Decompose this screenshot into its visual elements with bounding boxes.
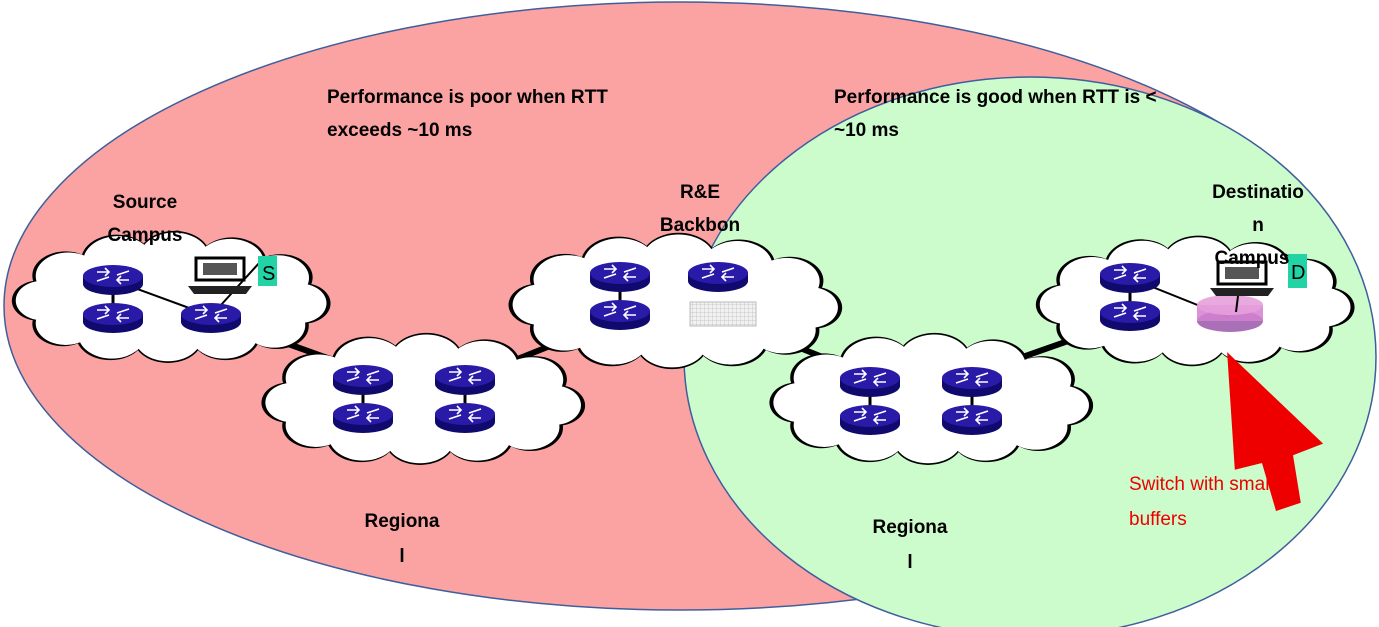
good-zone-title-line1: Performance is good when RTT is <: [834, 87, 1157, 108]
destination-campus-label-line3: Campus: [1215, 248, 1290, 269]
small-buffer-arrow: [1227, 352, 1324, 512]
small-buffer-switch: [1197, 295, 1263, 332]
annotation-line2: buffers: [1129, 509, 1187, 530]
backbone-label-line2: Backbon: [660, 215, 740, 236]
poor-zone-title-line1: Performance is poor when RTT: [327, 87, 608, 108]
annotation-line1: Switch with small: [1129, 474, 1274, 495]
backbone-routers: [590, 262, 757, 330]
source-host: S: [188, 256, 277, 294]
destination-campus-label-line2: n: [1252, 215, 1264, 236]
regional-right-label-line1: Regiona: [873, 517, 948, 538]
destination-host-label: D: [1291, 262, 1305, 284]
poor-zone-title-line2: exceeds ~10 ms: [327, 120, 472, 141]
destination-host: [1210, 254, 1307, 313]
destination-campus-label-line1: Destinatio: [1212, 182, 1304, 203]
regional-left-label-line1: Regiona: [365, 511, 440, 532]
backbone-label-line1: R&E: [680, 182, 720, 203]
regional-left-label-line2: l: [399, 546, 404, 567]
source-host-label: S: [262, 263, 275, 285]
good-zone-title-line2: ~10 ms: [834, 120, 899, 141]
backbone-switch: [689, 301, 757, 327]
regional-right-label-line2: l: [907, 552, 912, 573]
source-campus-label-line1: Source: [113, 192, 177, 213]
destination-campus-routers: [1100, 263, 1263, 332]
source-campus-label-line2: Campus: [108, 225, 183, 246]
